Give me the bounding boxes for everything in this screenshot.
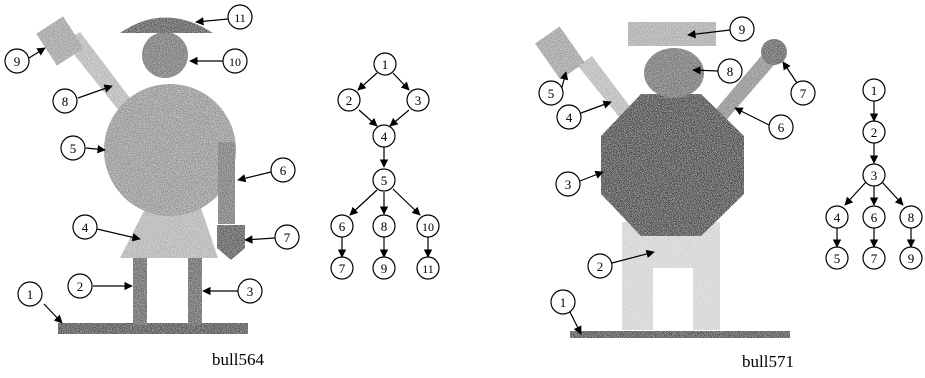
bull564-tree-node-8: 8	[381, 219, 388, 234]
bull571-tree-node-1: 1	[871, 83, 878, 98]
bull564-label-4: 4	[82, 220, 89, 235]
bull571-hat-part	[628, 22, 716, 46]
bull564-tree-node-2: 2	[346, 93, 353, 108]
bull564-callout-labels: 1 2 3 4 5 6 7 8 9 10 11	[14, 11, 291, 302]
bull564-skirt-part	[120, 205, 218, 258]
bull564-tree-nodes	[330, 52, 440, 280]
bull564-tree-node-4: 4	[381, 129, 388, 144]
bull571-left-hand-part	[535, 26, 585, 80]
bull564-tree-node-1: 1	[382, 57, 389, 72]
bull571-tree-node-7: 7	[871, 251, 878, 266]
bull564-hat-part	[120, 17, 213, 33]
bull571-label-5: 5	[548, 86, 555, 101]
bull564-callout-circles	[4, 4, 300, 307]
bull571-label-6: 6	[778, 120, 785, 135]
bull571-tree-node-4: 4	[834, 210, 841, 225]
bull564-label-11: 11	[234, 11, 246, 25]
bull564-label-9: 9	[14, 54, 21, 69]
bull564-tree-node-9: 9	[381, 261, 388, 276]
bull571-callout-labels: 1 2 3 4 5 6 7 8 9	[548, 22, 807, 310]
bull564-fist-part	[217, 225, 245, 260]
bull564-tree-node-7: 7	[339, 261, 346, 276]
bull571-tree-node-9: 9	[908, 251, 915, 266]
bull571-left-arm-part	[578, 56, 640, 128]
bull571-tree-node-8: 8	[908, 210, 915, 225]
bull564-callouts	[28, 17, 276, 324]
bull571-label-9: 9	[739, 22, 746, 37]
bull564-label-6: 6	[280, 163, 287, 178]
bull564-label-2: 2	[77, 279, 84, 294]
bull564-tree-edges	[337, 72, 433, 258]
bull564-tree-node-10: 10	[422, 220, 434, 234]
bull564-label-1: 1	[27, 287, 34, 302]
bull564-caption: bull564	[212, 350, 264, 369]
bull571-tree-labels: 1 2 3 4 6 8 5 7 9	[834, 83, 915, 266]
bull571-tree-edges	[832, 101, 916, 248]
bull564-label-8: 8	[62, 94, 69, 109]
bull571-tree-nodes	[825, 78, 923, 270]
bull564-label-5: 5	[70, 141, 77, 156]
bull564-tree-labels: 1 2 3 4 5 6 8 10 7 9 11	[339, 57, 434, 276]
bull564-arm-part	[64, 32, 133, 112]
bull564-tree-node-11: 11	[422, 262, 434, 276]
bull571-right-arm-part	[705, 48, 780, 132]
bull571-tree-node-3: 3	[871, 168, 878, 183]
bull571-label-7: 7	[800, 86, 807, 101]
bull564-hand-part	[36, 16, 84, 66]
bull571-tree-node-6: 6	[871, 210, 878, 225]
bull564-body-part	[104, 84, 236, 216]
bull571-caption: bull571	[742, 352, 794, 371]
bull564-head-part	[142, 32, 188, 78]
bull571-callouts	[560, 29, 798, 335]
bull571-tree-node-2: 2	[871, 125, 878, 140]
bull571-label-3: 3	[565, 177, 572, 192]
bull564-label-7: 7	[284, 230, 291, 245]
bull564-shapes	[36, 16, 248, 334]
bull571-base-part	[570, 331, 790, 338]
bull571-label-1: 1	[560, 295, 567, 310]
bull571-head-part	[644, 48, 704, 98]
bull571-shapes	[535, 22, 790, 338]
bull564-left-leg-part	[133, 255, 147, 325]
bull564-base-part	[58, 323, 248, 334]
bull564-label-10: 10	[229, 55, 241, 69]
bull571-callout-circles	[538, 16, 816, 315]
bull571-right-hand-part	[761, 39, 787, 65]
bull564-tree-node-5: 5	[381, 173, 388, 188]
bull571-legs-part	[622, 222, 720, 330]
bull571-tree-node-5: 5	[834, 251, 841, 266]
bull571-label-4: 4	[566, 110, 573, 125]
bull571-label-8: 8	[727, 64, 734, 79]
bull571-body-part	[601, 94, 744, 236]
bull571-label-2: 2	[597, 259, 604, 274]
bull564-tree-node-6: 6	[339, 219, 346, 234]
bull564-tree-node-3: 3	[415, 93, 422, 108]
bull564-right-leg-part	[188, 255, 202, 325]
bull564-label-3: 3	[247, 284, 254, 299]
bull564-right-arm-part	[218, 142, 235, 224]
